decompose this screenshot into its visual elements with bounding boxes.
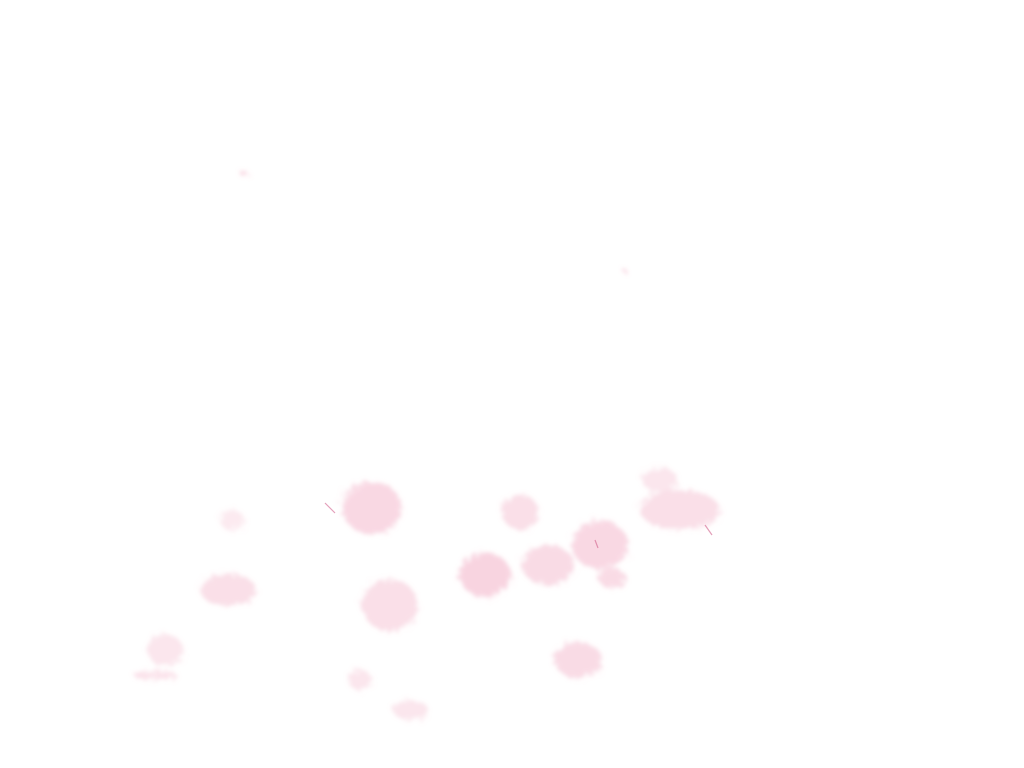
pink-blob bbox=[522, 545, 574, 585]
pink-blob bbox=[200, 574, 256, 606]
pink-blob bbox=[348, 670, 372, 690]
dark-streak bbox=[704, 524, 713, 536]
pink-blob bbox=[362, 579, 418, 631]
pink-blob bbox=[640, 490, 720, 530]
pink-blob bbox=[572, 521, 628, 569]
pink-blob bbox=[554, 642, 602, 678]
pink-blob bbox=[392, 700, 428, 720]
pink-blob bbox=[598, 568, 626, 588]
dark-streak bbox=[594, 539, 599, 549]
pink-blob bbox=[622, 269, 626, 271]
pink-blob bbox=[220, 510, 244, 530]
pink-blob bbox=[459, 553, 511, 597]
pink-blob bbox=[642, 468, 678, 492]
pink-blob bbox=[502, 494, 538, 530]
pink-blob bbox=[238, 171, 248, 175]
pink-blob-group bbox=[133, 171, 720, 720]
pink-blob bbox=[147, 634, 183, 666]
pink-blob bbox=[133, 671, 177, 679]
pink-blob bbox=[342, 482, 402, 534]
dark-streak bbox=[324, 502, 336, 514]
